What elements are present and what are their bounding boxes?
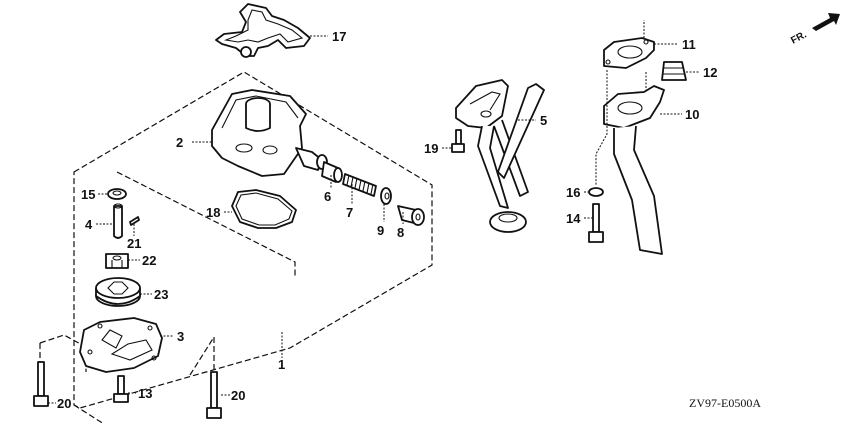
relief-valve-6: [321, 161, 343, 183]
callout-3[interactable]: 3: [177, 329, 184, 344]
gasket-18: [231, 189, 297, 229]
callout-4[interactable]: 4: [85, 217, 93, 232]
callout-7[interactable]: 7: [346, 205, 353, 220]
callout-18[interactable]: 18: [206, 205, 220, 220]
callout-15[interactable]: 15: [81, 187, 95, 202]
callout-17[interactable]: 17: [332, 29, 346, 44]
callout-10[interactable]: 10: [685, 107, 699, 122]
gasket-11: [603, 37, 655, 69]
oil-pipe-10: [595, 20, 665, 255]
assembly-outline: [39, 71, 433, 424]
washer-16: [588, 187, 604, 197]
callout-21[interactable]: 21: [127, 236, 141, 251]
callout-6[interactable]: 6: [324, 189, 331, 204]
bolt-20-right: [206, 371, 222, 419]
front-direction-indicator: FR.: [789, 13, 840, 47]
callout-20-left[interactable]: 20: [57, 396, 71, 411]
bolt-20-left: [33, 361, 49, 407]
callout-8[interactable]: 8: [397, 225, 404, 240]
callout-11[interactable]: 11: [682, 37, 696, 52]
callout-20-right[interactable]: 20: [231, 388, 245, 403]
pin-21: [129, 216, 140, 226]
callout-1[interactable]: 1: [278, 357, 285, 372]
callout-19[interactable]: 19: [424, 141, 438, 156]
gasket-17: [215, 3, 311, 58]
callout-14[interactable]: 14: [566, 211, 581, 226]
bolt-19: [451, 129, 465, 153]
callout-5[interactable]: 5: [540, 113, 547, 128]
washer-9: [380, 187, 392, 205]
callout-labels: 17 2 6 7 9 8 18 15 4 21 22 23 3 13 20 20…: [57, 29, 717, 411]
callout-22[interactable]: 22: [142, 253, 156, 268]
spring-7: [342, 173, 377, 197]
bolt-14: [588, 203, 604, 243]
plug-bolt-8: [397, 205, 425, 226]
callout-13[interactable]: 13: [138, 386, 152, 401]
direction-label: FR.: [789, 29, 809, 46]
grommet-12: [661, 61, 687, 81]
leader-lines: [48, 35, 700, 404]
arrow-icon: [812, 13, 840, 31]
pump-body-2: [211, 89, 328, 177]
shaft-4: [113, 203, 123, 239]
seal-15: [107, 188, 127, 200]
diagram-code: ZV97-E0500A: [689, 396, 761, 410]
bolt-13: [113, 375, 129, 403]
callout-12[interactable]: 12: [703, 65, 717, 80]
callout-2[interactable]: 2: [176, 135, 183, 150]
callout-16[interactable]: 16: [566, 185, 580, 200]
rotor-23: [95, 277, 141, 307]
oil-strainer-5: [455, 79, 545, 233]
callout-9[interactable]: 9: [377, 223, 384, 238]
drive-22: [105, 253, 129, 269]
pump-cover-3: [79, 317, 163, 373]
callout-23[interactable]: 23: [154, 287, 168, 302]
